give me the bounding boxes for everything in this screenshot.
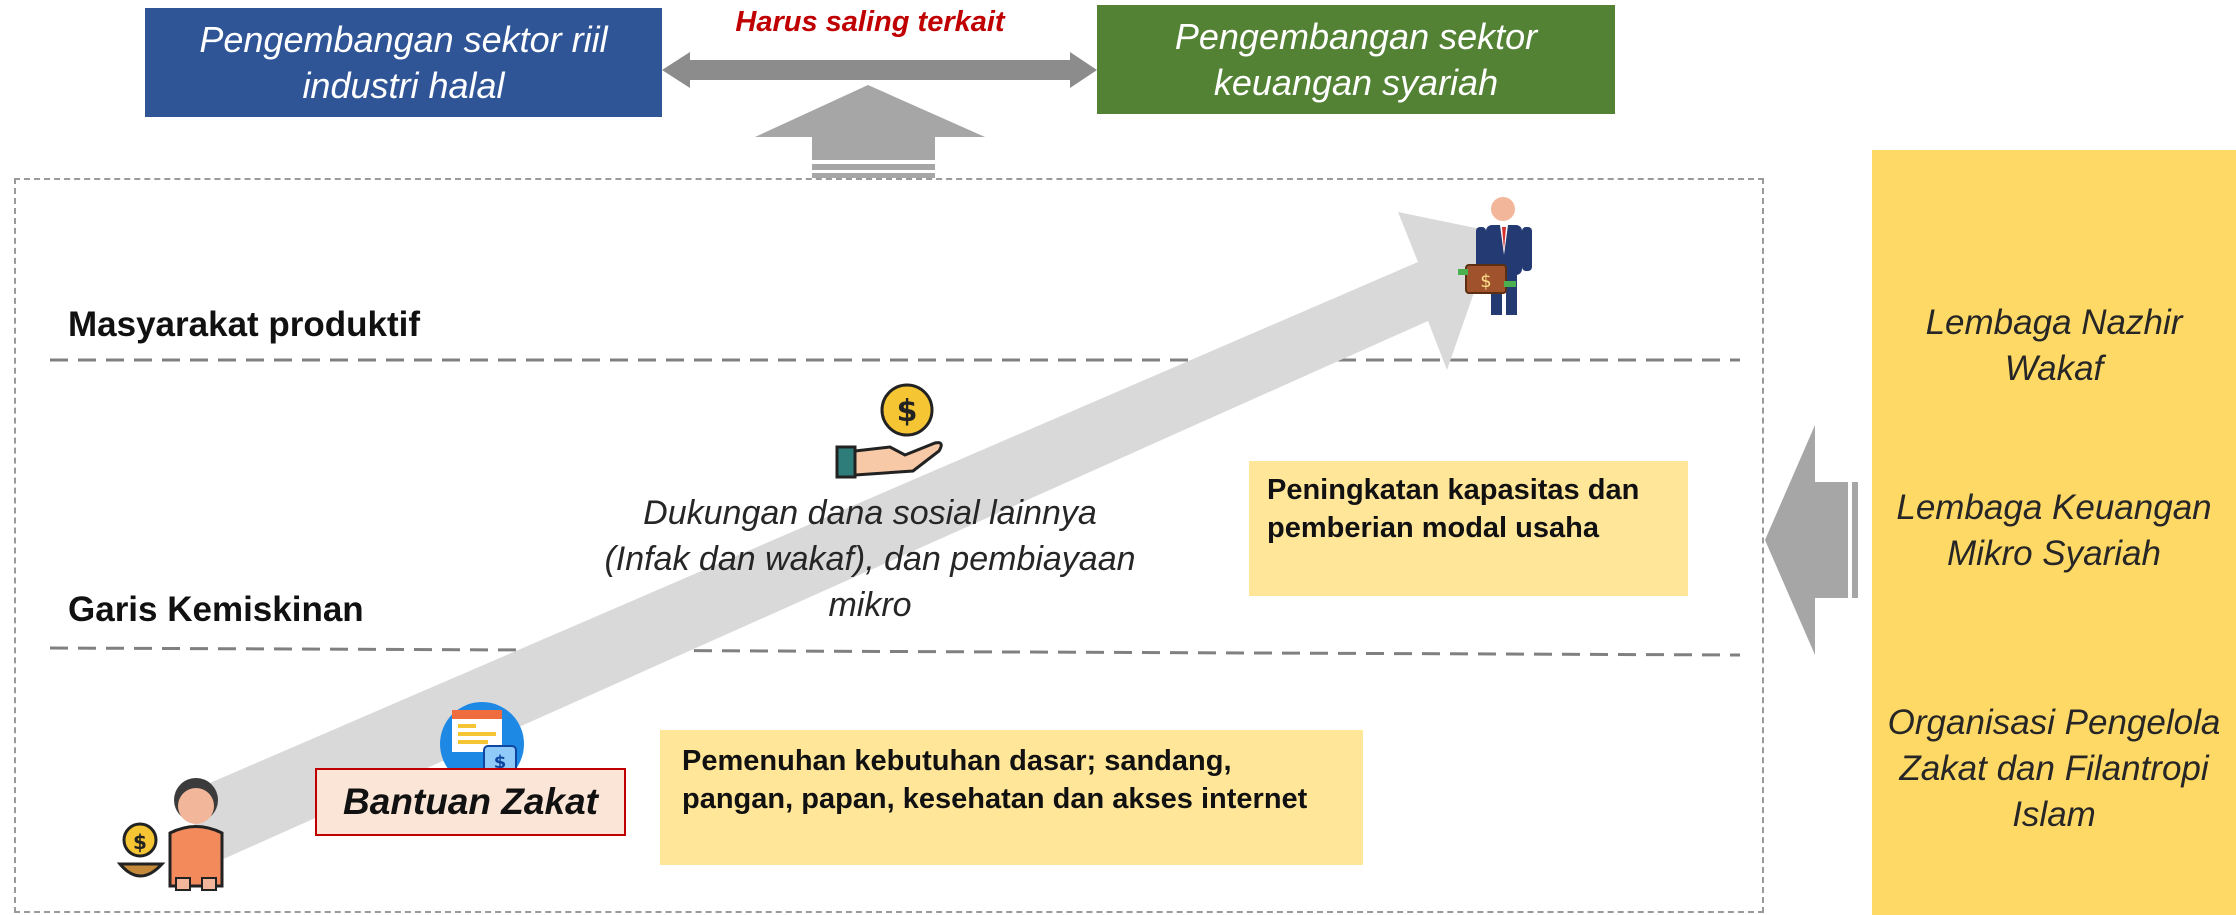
sharia-finance-box: Pengembangan sektor keuangan syariah: [1097, 5, 1615, 114]
svg-text:$: $: [897, 394, 918, 429]
up-arrow: [755, 85, 985, 178]
institutions-panel: Lembaga Nazhir Wakaf Lembaga Keuangan Mi…: [1872, 150, 2236, 915]
basic-needs-note: Pemenuhan kebutuhan dasar; sandang, pang…: [660, 730, 1363, 865]
poverty-line-label: Garis Kemiskinan: [68, 590, 364, 629]
halal-industry-text: Pengembangan sektor riil industri halal: [199, 18, 608, 106]
sharia-finance-text: Pengembangan sektor keuangan syariah: [1174, 15, 1538, 103]
poor-person-icon: $: [116, 778, 224, 891]
hand-coin-icon: $: [835, 383, 943, 479]
svg-text:$: $: [133, 830, 147, 854]
businessman-icon: $: [1458, 197, 1532, 315]
svg-text:$: $: [494, 752, 507, 773]
svg-text:$: $: [1480, 271, 1491, 292]
institution-waqf: Lembaga Nazhir Wakaf: [1925, 303, 2183, 388]
halal-industry-box: Pengembangan sektor riil industri halal: [145, 8, 662, 117]
institution-zakat-org: Organisasi Pengelola Zakat dan Filantrop…: [1887, 703, 2221, 834]
main-frame: [14, 178, 1764, 913]
capacity-note: Peningkatan kapasitas dan pemberian moda…: [1249, 461, 1688, 596]
social-fund-support-text: Dukungan dana sosial lainnya (Infak dan …: [604, 494, 1136, 624]
institution-arrow: [1765, 425, 1861, 655]
zakat-aid-box: Bantuan Zakat: [315, 768, 626, 836]
institution-microfinance: Lembaga Keuangan Mikro Syariah: [1896, 488, 2212, 573]
link-arrow: [662, 52, 1097, 88]
link-label: Harus saling terkait: [735, 6, 1005, 38]
zakat-aid-label: Bantuan Zakat: [343, 781, 598, 822]
productive-level-label: Masyarakat produktif: [68, 305, 421, 344]
progress-arrow: [182, 212, 1495, 865]
poverty-line: [49, 646, 1741, 657]
